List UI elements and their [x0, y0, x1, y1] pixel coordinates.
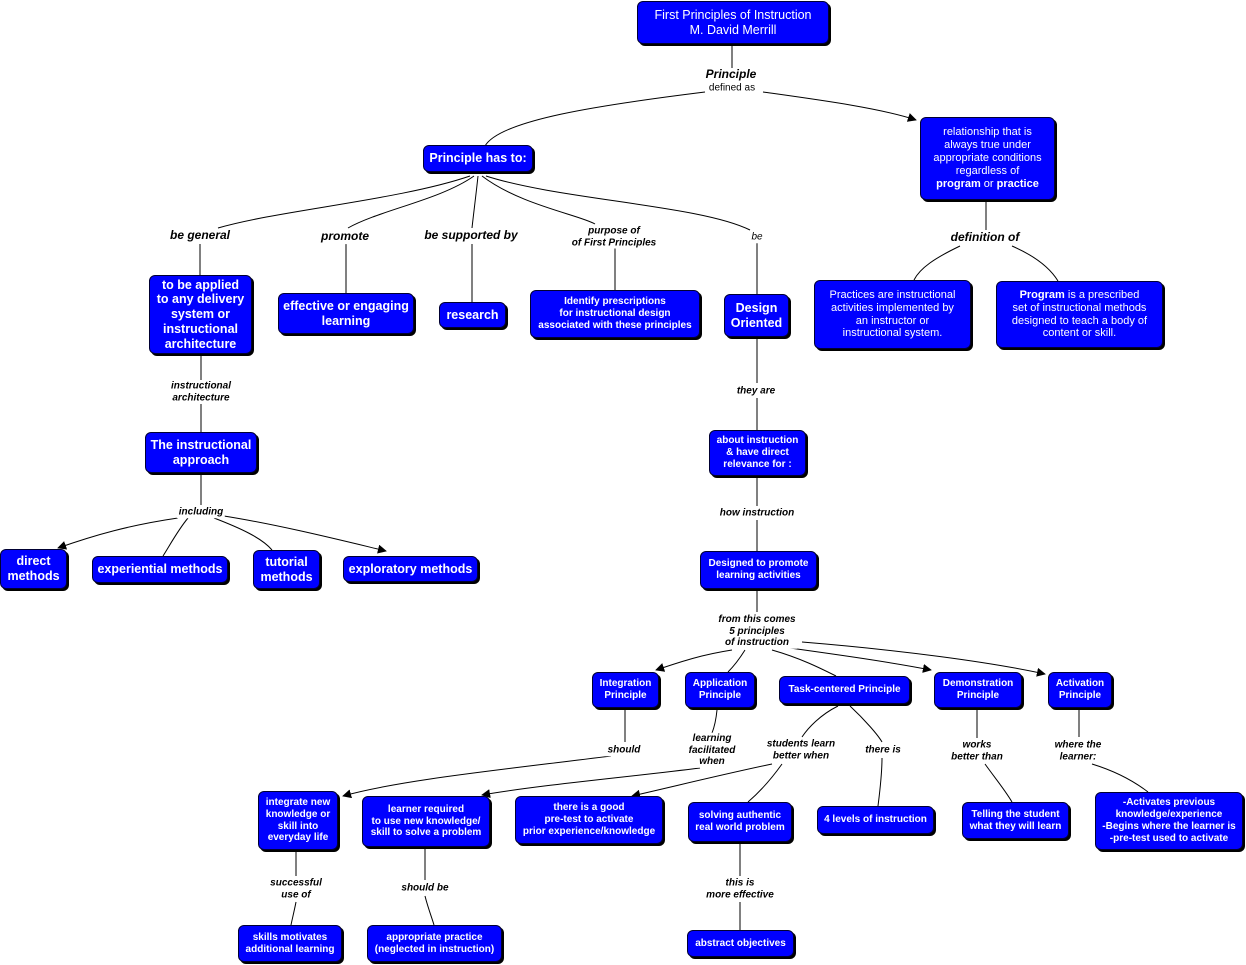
link-students-solving	[747, 763, 783, 803]
link-definition-practices	[913, 245, 961, 281]
link-from-task	[771, 649, 837, 677]
link-successful-skills	[290, 901, 297, 926]
link-including-tutorial	[213, 517, 273, 551]
node-design-oriented[interactable]: Design Oriented	[724, 294, 789, 337]
node-appropriate-practice[interactable]: appropriate practice (neglected in instr…	[367, 925, 502, 962]
label-there-is: there is	[863, 744, 903, 756]
link-from-demonstration	[789, 647, 932, 673]
link-has-to-general	[217, 175, 471, 229]
label-successful-use: successful use of	[268, 877, 324, 901]
link-from-application	[727, 649, 746, 673]
node-experiential-methods[interactable]: experiential methods	[92, 556, 228, 583]
program-term: Program	[1019, 288, 1065, 301]
link-has-to-promote	[347, 175, 475, 229]
link-where-activates	[1091, 763, 1149, 793]
node-effective-engaging[interactable]: effective or engaging learning	[278, 293, 414, 334]
label-should-be: should be	[399, 882, 451, 894]
link-has-to-supported	[471, 175, 479, 229]
label-including: including	[176, 506, 226, 518]
node-abstract-objectives[interactable]: abstract objectives	[687, 930, 794, 957]
label-works-better: works better than	[949, 739, 1005, 763]
node-telling-student[interactable]: Telling the student what they will learn	[962, 802, 1069, 839]
node-direct-methods[interactable]: direct methods	[0, 549, 67, 589]
label-principle: Principle	[703, 67, 759, 82]
link-has-to-be	[485, 175, 751, 231]
node-designed-to-promote[interactable]: Designed to promote learning activities	[700, 551, 817, 589]
link-including-direct	[57, 517, 179, 550]
node-to-be-applied[interactable]: to be applied to any delivery system or …	[149, 275, 252, 354]
label-be-supported-by: be supported by	[422, 228, 520, 243]
node-solving-authentic[interactable]: solving authentic real world problem	[688, 802, 792, 842]
link-including-experiential	[162, 517, 189, 557]
label-where-learner: where the learner:	[1052, 739, 1104, 763]
label-from-this-comes: from this comes 5 principles of instruct…	[716, 613, 798, 649]
node-task-centered-principle[interactable]: Task-centered Principle	[779, 676, 910, 704]
node-tutorial-methods[interactable]: tutorial methods	[253, 550, 320, 589]
link-should-integrate	[342, 755, 612, 799]
link-principle-relationship	[762, 91, 917, 122]
link-has-to-purpose	[481, 175, 596, 225]
relationship-practice: practice	[996, 177, 1039, 190]
link-from-integration	[655, 649, 733, 672]
label-promote: promote	[319, 229, 371, 244]
node-demonstration-principle[interactable]: Demonstration Principle	[934, 672, 1022, 708]
node-about-instruction[interactable]: about instruction & have direct relevanc…	[709, 430, 806, 476]
label-should: should	[605, 744, 643, 756]
label-students-learn: students learn better when	[764, 738, 838, 762]
relationship-program: program	[936, 177, 981, 190]
node-good-pretest[interactable]: there is a good pre-test to activate pri…	[515, 796, 663, 844]
node-activation-principle[interactable]: Activation Principle	[1048, 672, 1112, 708]
link-students-good	[631, 763, 773, 799]
node-relationship[interactable]: relationship that is always true under a…	[920, 117, 1055, 200]
label-be: be	[749, 231, 765, 243]
link-including-exploratory	[223, 515, 387, 554]
node-activates-previous[interactable]: -Activates previous knowledge/experience…	[1095, 792, 1243, 850]
label-instructional-architecture: instructional architecture	[168, 380, 234, 404]
node-four-levels[interactable]: 4 levels of instruction	[817, 806, 934, 834]
node-principle-has-to[interactable]: Principle has to:	[423, 145, 533, 172]
relationship-or: or	[980, 177, 997, 190]
label-definition-of: definition of	[948, 230, 1022, 245]
link-from-activation	[801, 641, 1046, 677]
node-integration-principle[interactable]: Integration Principle	[592, 672, 659, 708]
node-program-definition[interactable]: Program is a prescribed set of instructi…	[996, 281, 1163, 348]
label-they-are: they are	[734, 385, 778, 397]
label-how-instruction: how instruction	[717, 507, 797, 519]
node-research[interactable]: research	[439, 302, 506, 328]
link-works-telling	[984, 763, 1013, 803]
relationship-text: relationship that is always true under a…	[933, 126, 1042, 177]
link-task-students	[801, 705, 839, 738]
node-practices-definition[interactable]: Practices are instructional activities i…	[814, 280, 971, 349]
link-shouldbe-practice	[424, 895, 435, 926]
link-definition-program	[1011, 245, 1059, 282]
node-instructional-approach[interactable]: The instructional approach	[145, 432, 257, 473]
label-purpose-of: purpose of of First Principles	[569, 225, 659, 249]
node-exploratory-methods[interactable]: exploratory methods	[343, 556, 478, 582]
label-be-general: be general	[167, 228, 233, 243]
node-application-principle[interactable]: Application Principle	[685, 672, 755, 708]
node-learner-required[interactable]: learner required to use new knowledge/ s…	[362, 796, 490, 847]
link-application-learning	[711, 709, 718, 734]
node-identify-prescriptions[interactable]: Identify prescriptions for instructional…	[530, 290, 700, 338]
node-skills-motivates[interactable]: skills motivates additional learning	[238, 925, 342, 962]
link-principle-has-to	[484, 91, 706, 147]
node-title[interactable]: First Principles of Instruction M. David…	[637, 1, 829, 44]
label-this-is-more: this is more effective	[704, 877, 776, 901]
program-text: is a prescribed set of instructional met…	[1011, 288, 1148, 340]
link-learning-learner	[481, 767, 701, 799]
label-learning-facilitated: learning facilitated when	[686, 732, 738, 768]
label-defined-as: defined as	[706, 82, 758, 94]
node-integrate-new[interactable]: integrate new knowledge or skill into ev…	[258, 791, 338, 850]
link-task-thereis	[849, 705, 883, 743]
link-thereis-4levels	[877, 757, 883, 807]
